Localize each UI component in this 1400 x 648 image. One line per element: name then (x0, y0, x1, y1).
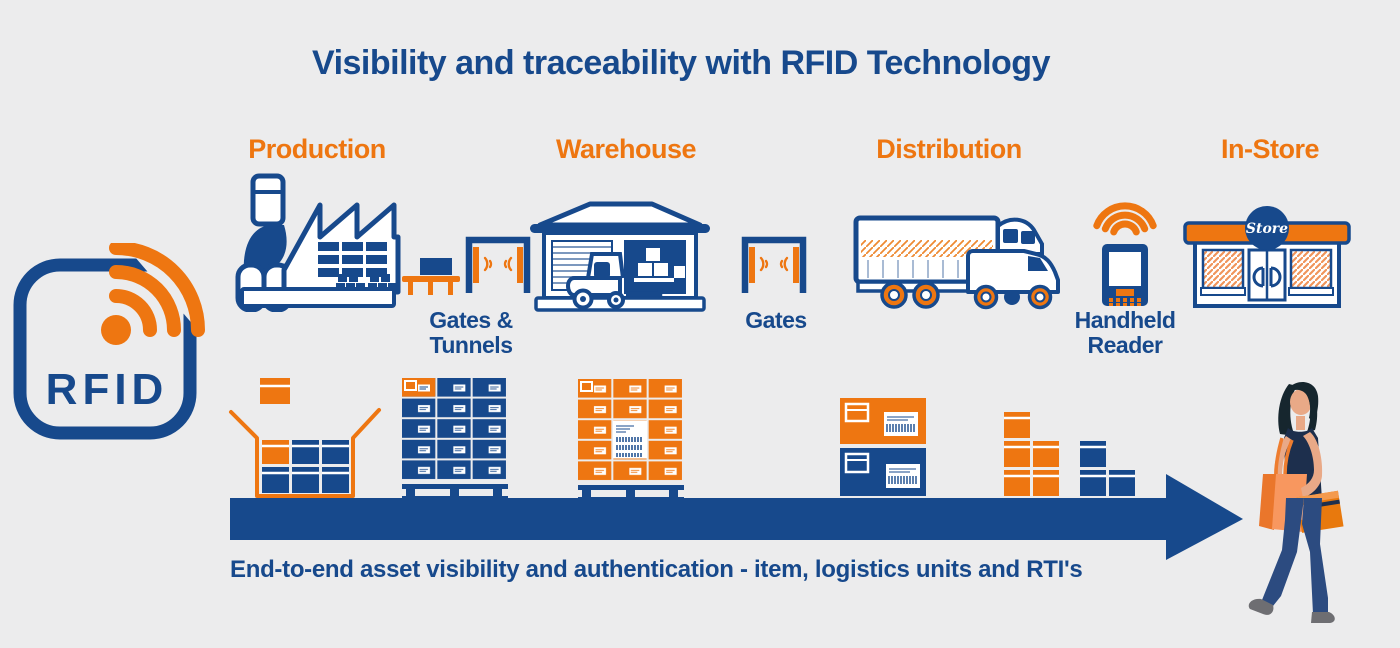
delivery-truck-icon (853, 215, 1060, 310)
shopper-illustration (1248, 382, 1344, 623)
rfid-logo-frame (13, 258, 197, 440)
trailer-hatch-stripe (861, 240, 993, 257)
stage-label-warehouse: Warehouse (555, 134, 697, 164)
orange-box-stack (1004, 412, 1059, 496)
keypad (1109, 298, 1141, 306)
store-sign-text: Store (1246, 221, 1288, 237)
parcel-stack-icon (840, 398, 926, 496)
rfid-gate-icon (465, 236, 531, 293)
factory-icon (235, 173, 401, 312)
storefront-icon: Store (1183, 206, 1351, 308)
store-sign (1245, 206, 1289, 250)
caption-text: End-to-end asset visibility and authenti… (230, 556, 1083, 583)
carton-items (262, 440, 349, 493)
rfid-gate-icon (741, 236, 807, 293)
factory-windows (318, 242, 387, 277)
hair (1278, 384, 1297, 436)
warehouse-icon (530, 201, 710, 312)
signal-waves-icon (483, 256, 513, 272)
flow-arrow (230, 474, 1243, 560)
rfid-signal-icon (101, 243, 205, 345)
signal-waves-icon (759, 256, 789, 272)
stored-boxes (634, 248, 685, 282)
handheld-reader-icon (1093, 202, 1157, 306)
checkpoint-label-handheld: Handheld Reader (1074, 307, 1176, 359)
truck-cab (996, 217, 1044, 256)
shoe (1311, 612, 1335, 623)
tote-bag (1259, 474, 1277, 530)
jeans (1302, 498, 1328, 614)
page-title: Visibility and traceability with RFID Te… (312, 44, 1050, 82)
arm (1301, 432, 1323, 498)
pallet-blue-icon (402, 378, 508, 500)
blue-box-stack (1080, 441, 1135, 496)
shipping-label (613, 420, 647, 459)
store-window (1289, 248, 1333, 290)
checkpoint-label-gates-tunnels: Gates & Tunnels (429, 307, 513, 359)
rfid-logo-text: RFID (46, 365, 169, 414)
parcel-orange (840, 398, 926, 444)
checkpoint-label-gates: Gates (745, 307, 807, 333)
face (1290, 389, 1312, 415)
forklift-icon (565, 252, 663, 310)
open-carton-icon (229, 378, 381, 498)
box-stacks-icon (1004, 412, 1135, 496)
parcel-blue (840, 448, 926, 496)
rfid-logo: RFID (13, 243, 208, 440)
door-handles (1252, 266, 1282, 288)
store-window (1201, 248, 1245, 290)
factory-crates (336, 274, 396, 290)
shoe (1248, 598, 1274, 615)
conveyor-icon (402, 258, 460, 295)
stage-label-distribution: Distribution (876, 134, 1022, 164)
stage-label-production: Production (248, 134, 386, 164)
signal-waves-icon (1093, 202, 1157, 236)
stage-label-in-store: In-Store (1220, 134, 1320, 164)
truck-wheels (880, 281, 1053, 310)
